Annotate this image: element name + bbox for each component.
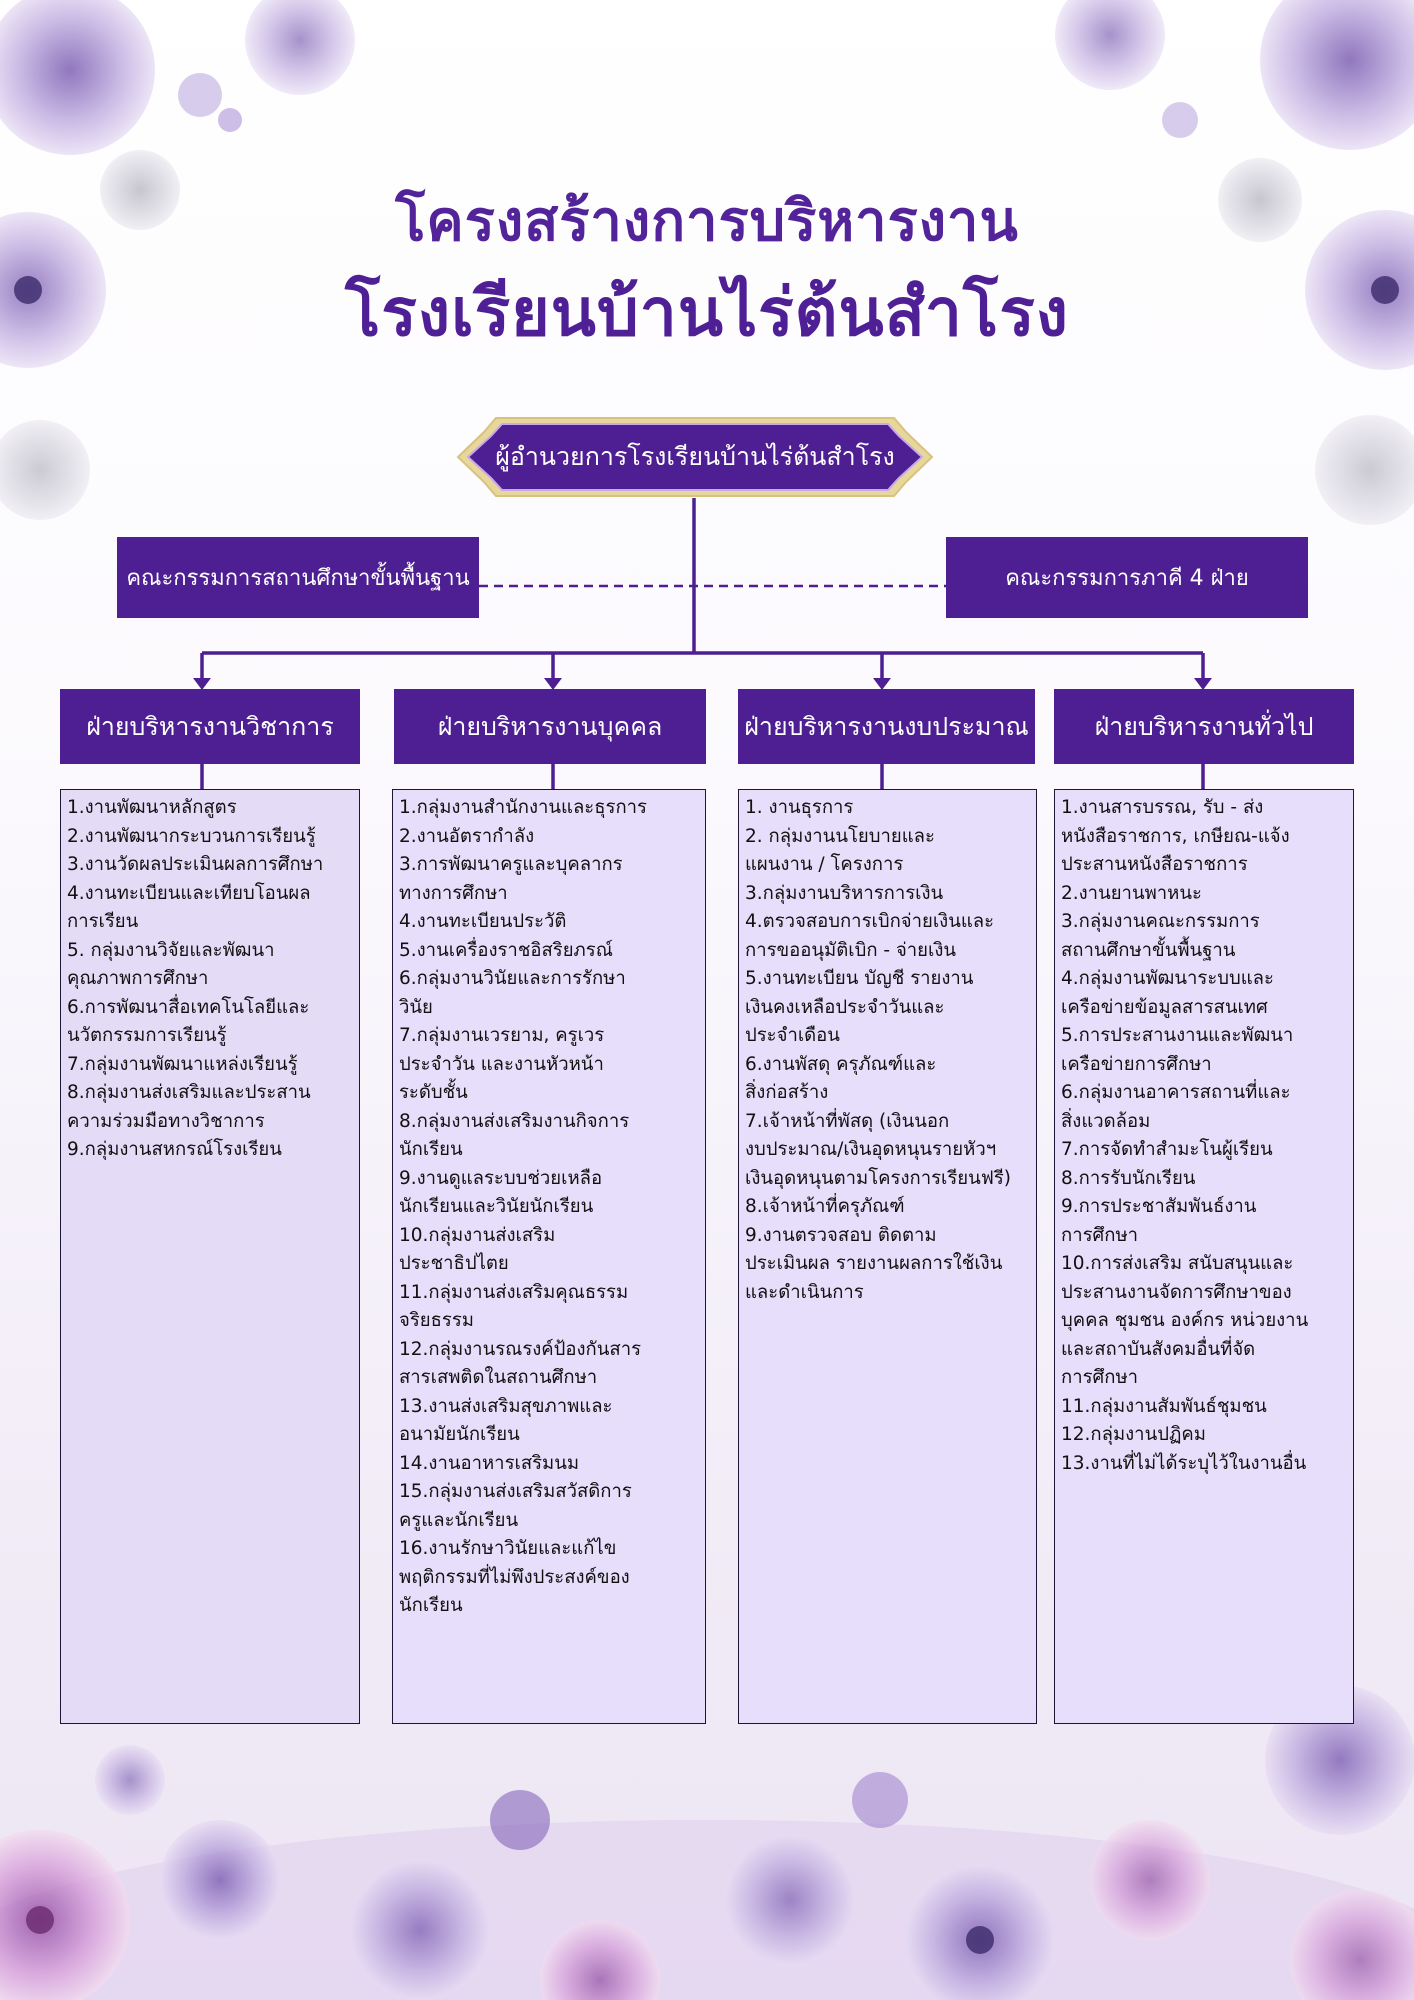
list-item: 9.งานตรวจสอบ ติดตาม ประเมินผล รายงานผลกา… xyxy=(745,1224,1003,1303)
list-item: 3.งานวัดผลประเมินผลการศึกษา xyxy=(67,854,324,875)
list-item: 13.งานที่ไม่ได้ระบุไว้ในงานอื่น xyxy=(1061,1452,1307,1474)
list-item: 4.งานทะเบียนและเทียบโอนผล การเรียน xyxy=(67,882,311,933)
dept-tasks-general: 1.งานสารบรรณ, รับ - ส่ง หนังสือราชการ, เ… xyxy=(1054,789,1354,1724)
arrow-3 xyxy=(873,678,891,690)
dept-name: ฝ่ายบริหารงานทั่วไป xyxy=(1094,711,1314,741)
list-item: 9.งานดูแลระบบช่วยเหลือ นักเรียนและวินัยน… xyxy=(399,1167,603,1218)
committee-four-parties: คณะกรรมการภาคี 4 ฝ่าย xyxy=(946,537,1308,618)
list-item: 2.งานยานพาหนะ xyxy=(1061,882,1202,904)
list-item: 7.กลุ่มงานพัฒนาแหล่งเรียนรู้ xyxy=(67,1053,298,1075)
list-item: 5.การประสานงานและพัฒนา เครือข่ายการศึกษา xyxy=(1061,1025,1294,1075)
dept-name: ฝ่ายบริหารงานวิชาการ xyxy=(86,711,334,741)
committee-four-parties-label: คณะกรรมการภาคี 4 ฝ่าย xyxy=(1005,566,1249,591)
committee-basic-education: คณะกรรมการสถานศึกษาขั้นพื้นฐาน xyxy=(117,537,479,618)
list-item: 1. งานธุรการ xyxy=(745,797,854,818)
list-item: 7.การจัดทำสำมะโนผู้เรียน xyxy=(1061,1139,1273,1160)
chart-title-line2: โรงเรียนบ้านไร่ต้นสำโรง xyxy=(344,274,1070,351)
arrow-1 xyxy=(193,678,211,690)
list-item: 16.งานรักษาวินัยและแก้ไข พฤติกรรมที่ไม่พ… xyxy=(399,1538,630,1616)
dept-header-budget: ฝ่ายบริหารงานงบประมาณ xyxy=(738,689,1035,764)
list-item: 9.การประชาสัมพันธ์งาน การศึกษา xyxy=(1061,1196,1257,1246)
list-item: 1.งานสารบรรณ, รับ - ส่ง หนังสือราชการ, เ… xyxy=(1061,797,1290,875)
list-item: 6.กลุ่มงานอาคารสถานที่และ สิ่งแวดล้อม xyxy=(1061,1082,1291,1132)
list-item: 1.งานพัฒนาหลักสูตร xyxy=(67,797,237,818)
list-item: 4.กลุ่มงานพัฒนาระบบและ เครือข่ายข้อมูลสา… xyxy=(1061,968,1274,1018)
arrow-2 xyxy=(544,678,562,690)
list-item: 6.งานพัสดุ ครุภัณฑ์และ สิ่งก่อสร้าง xyxy=(745,1053,937,1104)
director-frame xyxy=(456,417,934,497)
list-item: 15.กลุ่มงานส่งเสริมสวัสดิการ ครูและนักเร… xyxy=(399,1481,632,1531)
list-item: 8.เจ้าหน้าที่ครุภัณฑ์ xyxy=(745,1196,905,1217)
list-item: 4.ตรวจสอบการเบิกจ่ายเงินและ การขออนุมัติ… xyxy=(745,911,995,961)
dept-header-personnel: ฝ่ายบริหารงานบุคคล xyxy=(394,689,706,764)
list-item: 5.งานเครื่องราชอิสริยภรณ์ xyxy=(399,939,613,961)
list-item: 5.งานทะเบียน บัญชี รายงาน เงินคงเหลือประ… xyxy=(745,968,974,1046)
director-label: ผู้อำนวยการโรงเรียนบ้านไร่ต้นสำโรง xyxy=(495,442,895,471)
list-item: 12.กลุ่มงานรณรงค์ป้องกันสาร สารเสพติดในส… xyxy=(399,1338,642,1389)
list-item: 8.กลุ่มงานส่งเสริมและประสาน ความร่วมมือท… xyxy=(67,1082,311,1132)
list-item: 8.การรับนักเรียน xyxy=(1061,1167,1196,1189)
list-item: 10.การส่งเสริม สนับสนุนและ ประสานงานจัดก… xyxy=(1061,1253,1309,1388)
director-node: ผู้อำนวยการโรงเรียนบ้านไร่ต้นสำโรง xyxy=(456,416,934,498)
list-item: 8.กลุ่มงานส่งเสริมงานกิจการ นักเรียน xyxy=(399,1110,630,1161)
dept-header-academic: ฝ่ายบริหารงานวิชาการ xyxy=(60,689,360,764)
list-item: 3.กลุ่มงานบริหารการเงิน xyxy=(745,882,944,904)
dept-header-general: ฝ่ายบริหารงานทั่วไป xyxy=(1054,689,1354,764)
list-item: 2. กลุ่มงานนโยบายและ แผนงาน / โครงการ xyxy=(745,825,935,876)
committee-basic-education-label: คณะกรรมการสถานศึกษาขั้นพื้นฐาน xyxy=(126,566,470,591)
chart-title-line1: โครงสร้างการบริหารงาน xyxy=(395,189,1019,254)
dept-name: ฝ่ายบริหารงานบุคคล xyxy=(437,711,663,741)
dept-tasks-academic: 1.งานพัฒนาหลักสูตร 2.งานพัฒนากระบวนการเร… xyxy=(60,789,360,1724)
list-item: 11.กลุ่มงานสัมพันธ์ชุมชน xyxy=(1061,1395,1267,1417)
dept-tasks-budget: 1. งานธุรการ 2. กลุ่มงานนโยบายและ แผนงาน… xyxy=(738,789,1037,1724)
list-item: 4.งานทะเบียนประวัติ xyxy=(399,911,567,932)
list-item: 7.เจ้าหน้าที่พัสดุ (เงินนอก งบประมาณ/เงิ… xyxy=(745,1110,1012,1189)
list-item: 6.การพัฒนาสื่อเทคโนโลยีและ นวัตกรรมการเร… xyxy=(67,996,310,1047)
list-item: 6.กลุ่มงานวินัยและการรักษา วินัย xyxy=(399,968,626,1018)
list-item: 7.กลุ่มงานเวรยาม, ครูเวร ประจำวัน และงาน… xyxy=(399,1025,605,1103)
list-item: 1.กลุ่มงานสำนักงานและธุรการ xyxy=(399,797,647,818)
dept-tasks-personnel: 1.กลุ่มงานสำนักงานและธุรการ 2.งานอัตรากำ… xyxy=(392,789,706,1724)
list-item: 11.กลุ่มงานส่งเสริมคุณธรรม จริยธรรม xyxy=(399,1281,629,1332)
list-item: 13.งานส่งเสริมสุขภาพและ อนามัยนักเรียน xyxy=(399,1395,613,1446)
list-item: 5. กลุ่มงานวิจัยและพัฒนา คุณภาพการศึกษา xyxy=(67,939,275,990)
list-item: 2.งานพัฒนากระบวนการเรียนรู้ xyxy=(67,825,316,847)
list-item: 3.การพัฒนาครูและบุคลากร ทางการศึกษา xyxy=(399,854,623,904)
arrow-4 xyxy=(1194,678,1212,690)
list-item: 12.กลุ่มงานปฏิคม xyxy=(1061,1424,1206,1445)
dept-name: ฝ่ายบริหารงานงบประมาณ xyxy=(744,711,1029,741)
list-item: 14.งานอาหารเสริมนม xyxy=(399,1452,580,1474)
list-item: 3.กลุ่มงานคณะกรรมการ สถานศึกษาขั้นพื้นฐา… xyxy=(1061,911,1260,961)
list-item: 10.กลุ่มงานส่งเสริม ประชาธิปไตย xyxy=(399,1224,556,1275)
list-item: 2.งานอัตรากำลัง xyxy=(399,825,535,847)
list-item: 9.กลุ่มงานสหกรณ์โรงเรียน xyxy=(67,1139,282,1160)
